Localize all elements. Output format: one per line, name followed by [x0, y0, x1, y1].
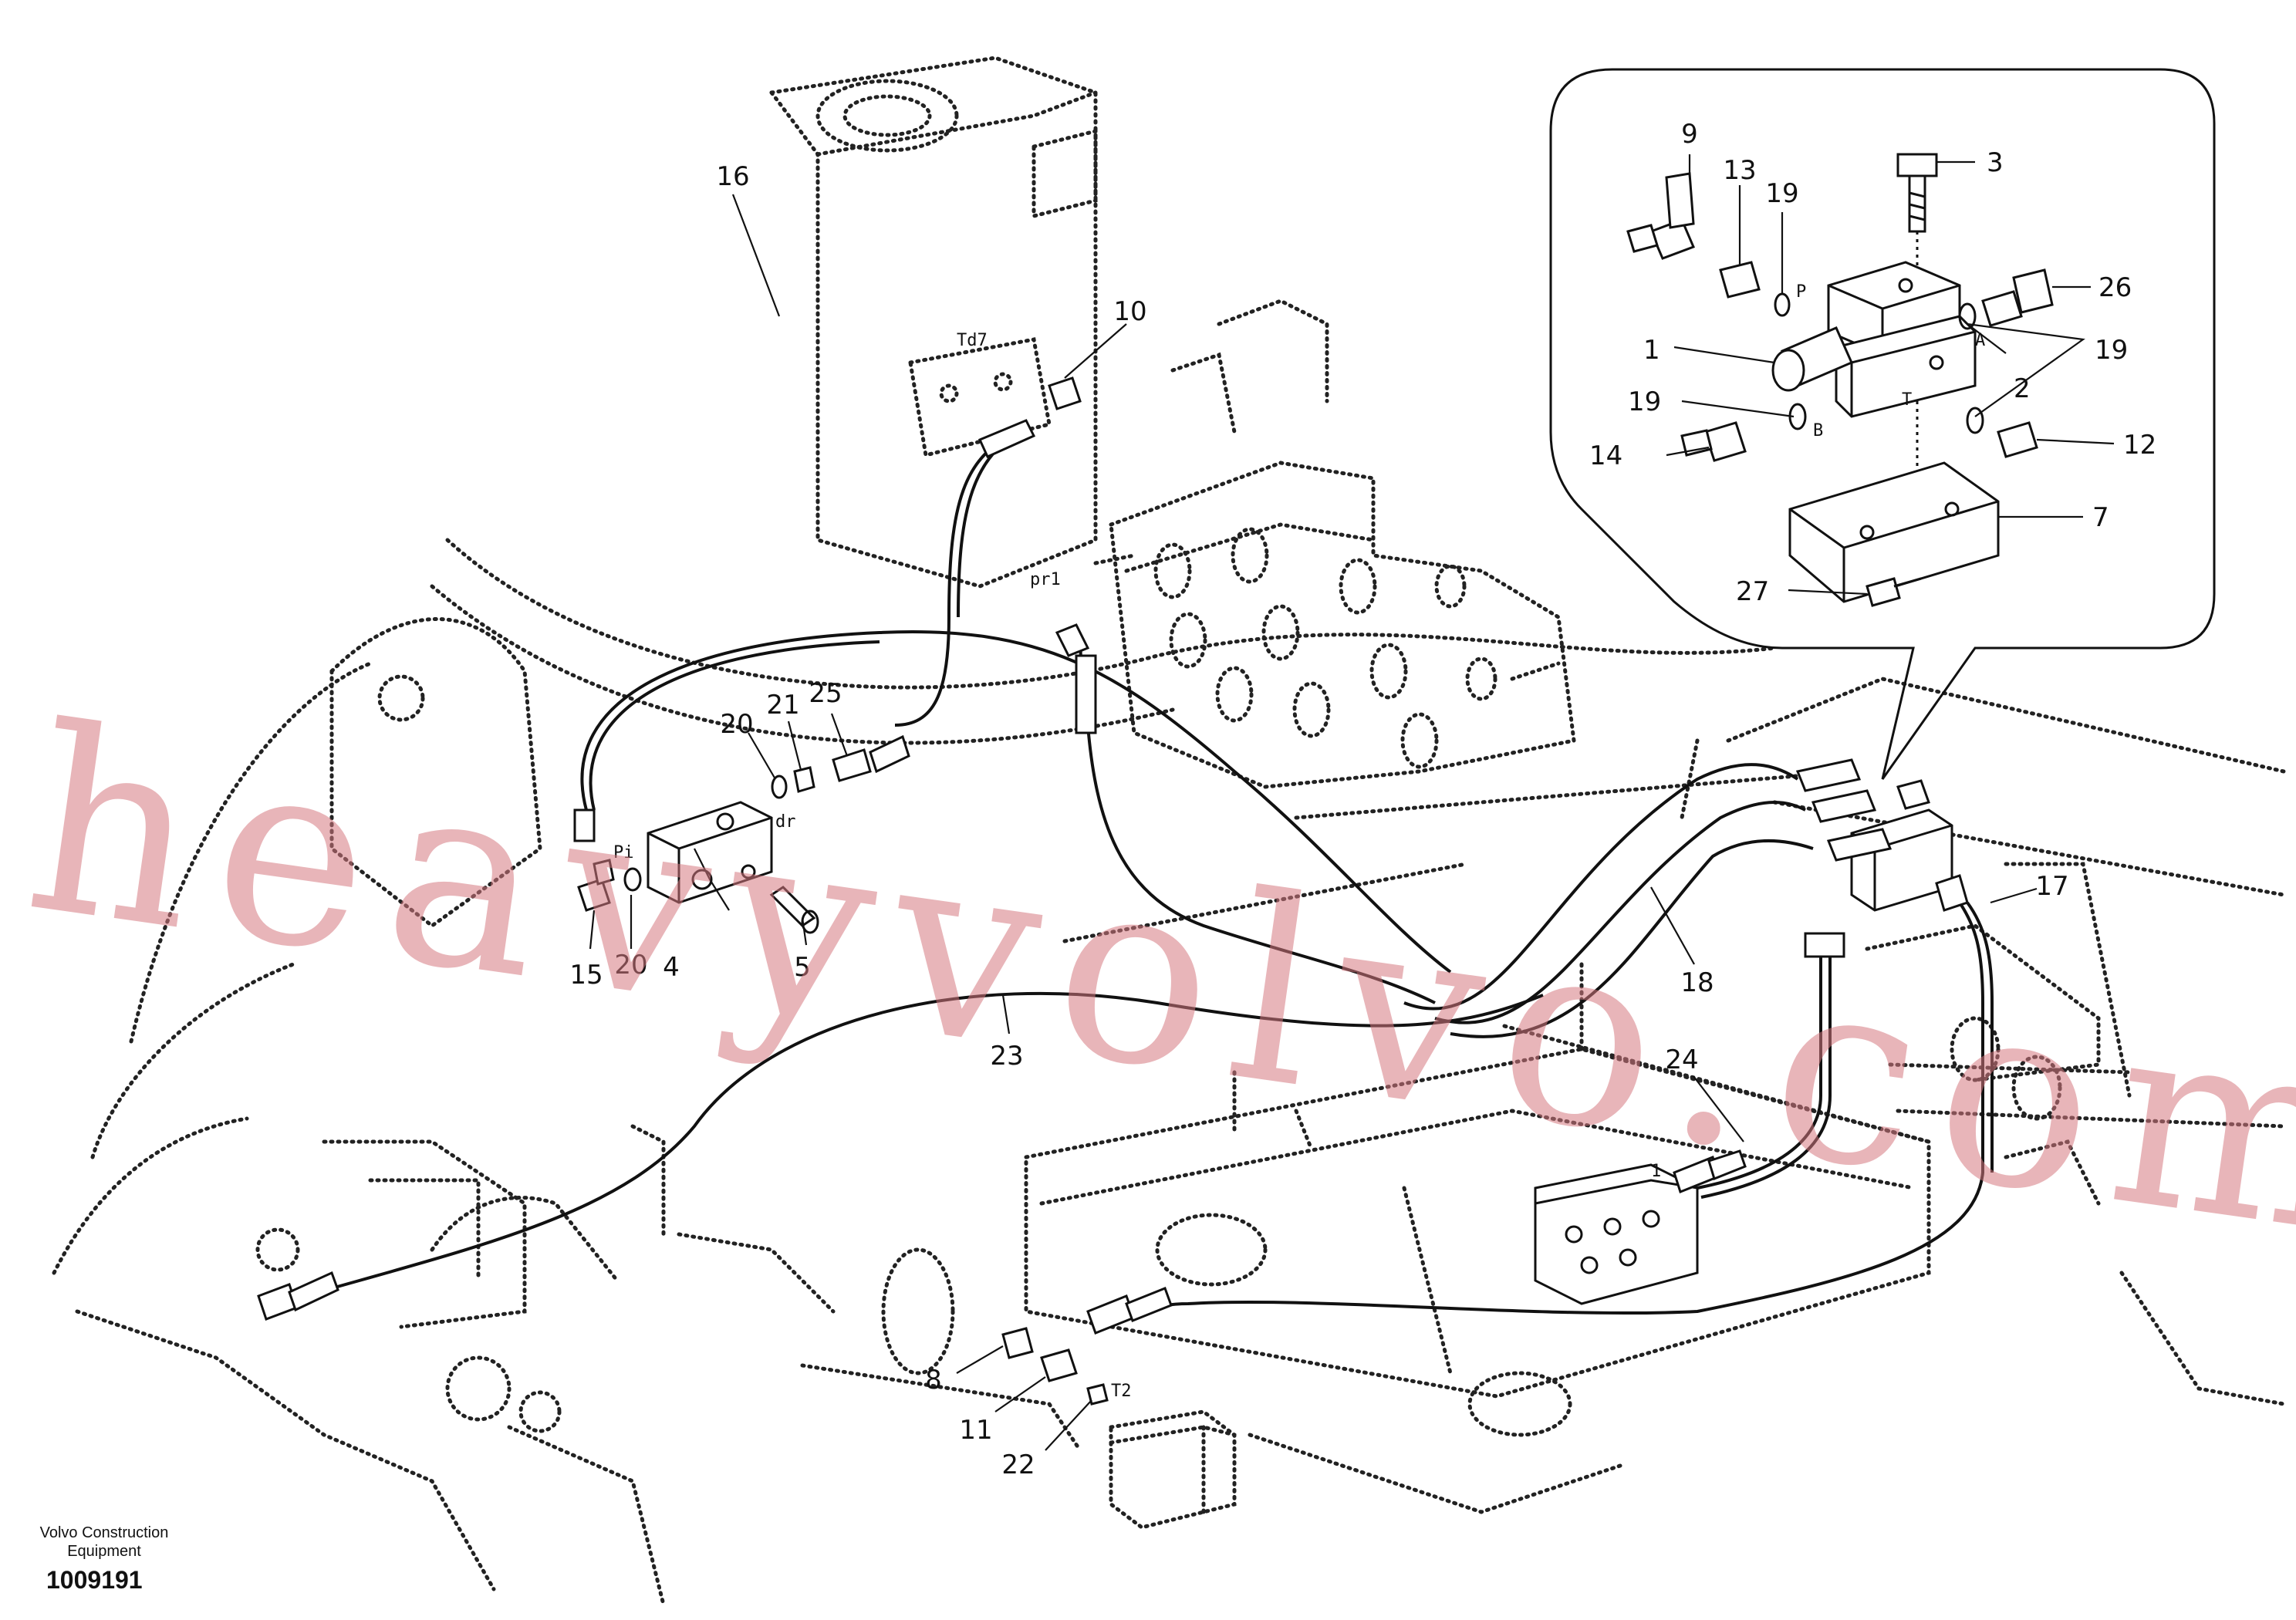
right-fitting-cluster-outline	[1865, 923, 2101, 1206]
callout-23: 23	[990, 1041, 1023, 1072]
callout-19-left: 19	[1628, 386, 1661, 417]
callout-15: 15	[569, 960, 603, 991]
port-label-td7: Td7	[957, 331, 988, 350]
port-label-a: A	[1975, 331, 1985, 350]
t2-valve-block	[1109, 1409, 1237, 1530]
callout-14: 14	[1589, 440, 1622, 471]
callout-3: 3	[1987, 147, 2004, 178]
callout-8: 8	[925, 1365, 942, 1396]
fittings-main-view	[257, 376, 1969, 1406]
port-label-1: 1	[1651, 1162, 1661, 1181]
callout-16: 16	[716, 161, 749, 192]
callout-1: 1	[1643, 335, 1660, 366]
callout-26: 26	[2098, 272, 2132, 303]
brand-label: Volvo Construction Equipment	[39, 1524, 169, 1560]
callout-24: 24	[1665, 1045, 1698, 1075]
callout-18: 18	[1680, 967, 1714, 998]
callout-9: 9	[1681, 119, 1698, 150]
callout-21: 21	[766, 690, 799, 721]
distribution-block	[1534, 1163, 1699, 1305]
td7-port-plate	[908, 337, 1052, 458]
hose-lines	[277, 427, 1994, 1321]
callout-numbers: 16 10 20 21 25 4 5 15 20 23 18 24 17 8 1…	[569, 119, 2156, 1480]
inset-parts	[1626, 153, 2054, 607]
port-label-t2: T2	[1111, 1382, 1132, 1401]
callout-4: 4	[663, 952, 680, 983]
callout-22: 22	[1001, 1450, 1035, 1480]
port-labels: P A B T Pi dr Td7 pr1 T2 1	[613, 282, 1985, 1401]
port-label-p: P	[1796, 282, 1806, 302]
callout-20-bottom: 20	[614, 950, 647, 980]
callout-20-top: 20	[720, 709, 753, 740]
port-label-b: B	[1813, 421, 1823, 440]
callout-10: 10	[1113, 296, 1146, 327]
callout-27: 27	[1736, 576, 1769, 607]
callout-13: 13	[1723, 155, 1756, 186]
callout-19-top: 19	[1765, 178, 1798, 209]
callout-2: 2	[2014, 373, 2031, 404]
leader-lines	[589, 154, 2115, 1451]
machine-frame-outline	[52, 56, 2286, 1607]
callout-12: 12	[2123, 430, 2156, 461]
callout-11: 11	[959, 1415, 992, 1446]
callout-19-right: 19	[2095, 335, 2128, 366]
main-control-valve-outline	[1093, 299, 1576, 789]
detail-inset-bubble	[1549, 68, 2216, 780]
port-label-pr1: pr1	[1030, 570, 1061, 589]
callout-25: 25	[809, 678, 842, 709]
port-label-t: T	[1902, 390, 1912, 410]
port-label-pi: Pi	[613, 843, 634, 862]
callout-7: 7	[2092, 502, 2109, 533]
document-number: 1009191	[46, 1566, 143, 1594]
callout-17: 17	[2035, 871, 2068, 902]
callout-5: 5	[794, 952, 811, 983]
port-label-dr: dr	[775, 812, 796, 832]
